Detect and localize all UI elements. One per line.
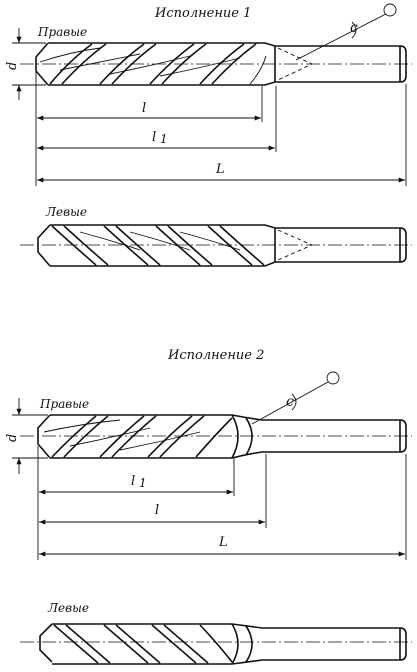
- variant2-left-label: Левые: [47, 601, 89, 615]
- variant1-dim-d: d: [5, 62, 20, 70]
- variant1-right-drill: Правые d l l: [5, 3, 412, 186]
- variant2-dim-l: l: [155, 503, 159, 518]
- variant1-left-drill: Левые: [20, 205, 412, 267]
- variant2-dim-d: d: [5, 434, 20, 442]
- variant2-title: Исполнение 2: [167, 348, 264, 363]
- variant1-title: Исполнение 1: [154, 6, 251, 21]
- variant1-left-label: Левые: [45, 205, 87, 219]
- variant2-right-label: Правые: [39, 397, 89, 411]
- variant1-dim-L: L: [215, 162, 225, 177]
- variant2-left-drill: Левые: [20, 601, 412, 665]
- variant2-right-drill: Правые d l 1 l L: [5, 371, 412, 560]
- variant1-right-label: Правые: [37, 25, 87, 39]
- svg-text:1: 1: [160, 132, 168, 146]
- variant2-dim-l1: l: [131, 474, 135, 489]
- variant2-dim-L: L: [218, 535, 228, 550]
- variant1-roughness-mark: c: [350, 20, 358, 36]
- variant1-dim-l1: l: [152, 130, 156, 145]
- variant2-roughness-mark: c: [286, 394, 294, 410]
- variant1-dim-l: l: [142, 101, 146, 116]
- svg-text:1: 1: [139, 476, 147, 490]
